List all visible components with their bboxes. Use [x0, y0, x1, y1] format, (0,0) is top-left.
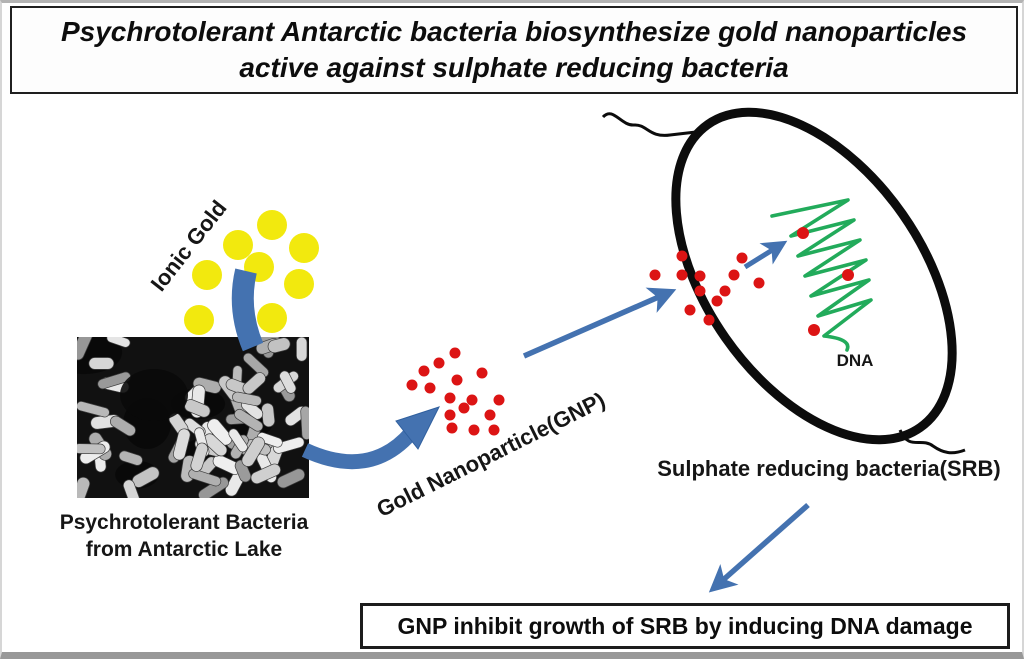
srb-cell-membrane	[601, 107, 966, 455]
gnp-to-srb-arrow	[522, 287, 677, 359]
conclusion-text: GNP inhibit growth of SRB by inducing DN…	[397, 612, 973, 639]
gnp-particles	[406, 347, 505, 436]
membrane-to-dna-arrow	[743, 240, 788, 270]
title-box: Psychrotolerant Antarctic bacteria biosy…	[10, 6, 1018, 94]
bacteria-caption-line-1: Psychrotolerant Bacteria	[59, 511, 309, 534]
bacteria-caption: Psychrotolerant Bacteria from Antarctic …	[60, 509, 309, 563]
ionic-gold-to-bacteria-arrow	[231, 268, 264, 352]
title-line-2: active against sulphate reducing bacteri…	[239, 52, 789, 83]
title-line-1: Psychrotolerant Antarctic bacteria biosy…	[60, 16, 968, 47]
srb-label: Sulphate reducing bacteria(SRB)	[657, 456, 1001, 481]
dna-label: DNA	[836, 351, 874, 370]
bacteria-caption-line-2: from Antarctic Lake	[85, 538, 283, 561]
gnp-at-membrane-particles	[649, 250, 765, 326]
srb-to-conclusion-arrow	[708, 502, 810, 593]
dna-strand	[770, 198, 873, 352]
bacteria-to-gnp-arrow	[301, 406, 440, 470]
conclusion-box: GNP inhibit growth of SRB by inducing DN…	[360, 603, 1010, 649]
ionic-gold-particles	[184, 210, 319, 335]
bacteria-sem-image	[77, 337, 309, 498]
diagram-canvas	[77, 107, 966, 593]
